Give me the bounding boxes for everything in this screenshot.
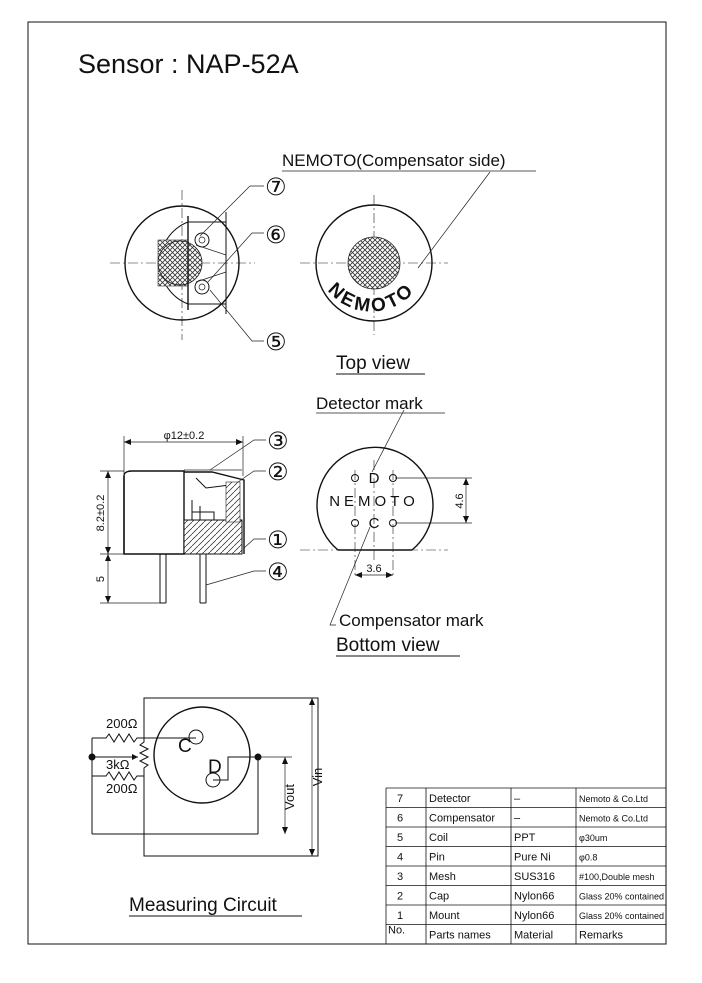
table-cell: φ0.8 <box>579 852 597 862</box>
circuit-r-bottom: 200Ω <box>106 781 138 796</box>
table-cell: Glass 20% contained <box>579 911 664 921</box>
table-cell: SUS316 <box>514 871 555 883</box>
nemoto-compensator-label: NEMOTO(Compensator side) <box>282 151 506 170</box>
table-cell: Nemoto & Co.Ltd <box>579 794 648 804</box>
table-cell: Detector <box>429 793 471 805</box>
table-cell: 6 <box>397 812 403 824</box>
table-cell: – <box>514 812 521 824</box>
table-cell: 1 <box>397 910 403 922</box>
table-cell: Nylon66 <box>514 890 554 902</box>
circuit-label-c: C <box>178 736 192 757</box>
callout-7: ⑦ <box>265 174 287 201</box>
table-cell: 5 <box>397 832 403 844</box>
bottom-view-caption: Bottom view <box>336 635 440 656</box>
table-cell: 4 <box>397 851 403 863</box>
table-cell: Mount <box>429 910 460 922</box>
bottom-view <box>300 409 472 626</box>
dim-pin: 5 <box>95 576 107 582</box>
side-view <box>100 436 266 604</box>
circuit-caption: Measuring Circuit <box>129 895 278 916</box>
table-header-cell: No. <box>388 925 405 937</box>
table-cell: – <box>514 793 521 805</box>
dim-diameter: φ12±0.2 <box>164 430 205 442</box>
callout-5: ⑤ <box>265 329 287 356</box>
table-cell: Coil <box>429 832 448 844</box>
table-cell: Nemoto & Co.Ltd <box>579 813 648 823</box>
circuit-vin: Vin <box>310 768 325 787</box>
detector-mark-label: Detector mark <box>316 394 423 413</box>
bottom-brand: NEMOTO <box>329 493 419 510</box>
callout-4: ④ <box>267 559 289 586</box>
table-cell: Glass 20% contained <box>579 891 664 901</box>
dim-vertical: 4.6 <box>454 493 466 508</box>
callout-6: ⑥ <box>265 222 287 249</box>
dim-horizontal: 3.6 <box>366 563 381 575</box>
bottom-mark-d: D <box>369 470 380 487</box>
callout-3: ③ <box>267 428 289 455</box>
circuit-r-top: 200Ω <box>106 716 138 731</box>
parts-table: 7 Detector – Nemoto & Co.Ltd 6 Compensator – Ne… <box>385 787 667 945</box>
bottom-mark-c: C <box>369 515 380 532</box>
table-cell: 2 <box>397 890 403 902</box>
table-header-cell: Remarks <box>579 929 624 941</box>
table-cell: Mesh <box>429 871 456 883</box>
callout-1: ① <box>267 527 289 554</box>
table-header-cell: Parts names <box>429 929 491 941</box>
table-cell: #100,Double mesh <box>579 872 655 882</box>
top-view-right <box>300 171 491 335</box>
table-cell: PPT <box>514 832 536 844</box>
table-cell: Compensator <box>429 812 495 824</box>
circuit-r-pot: 3kΩ <box>106 757 130 772</box>
table-header-cell: Material <box>514 929 553 941</box>
top-view-left <box>110 185 264 342</box>
callout-2: ② <box>267 459 289 486</box>
circuit-label-d: D <box>208 757 222 778</box>
compensator-mark-label: Compensator mark <box>339 611 484 630</box>
circuit-vout: Vout <box>282 784 297 810</box>
table-cell: 3 <box>397 871 403 883</box>
table-cell: 7 <box>397 793 403 805</box>
measuring-circuit <box>88 697 319 857</box>
table-cell: Nylon66 <box>514 910 554 922</box>
page-title: Sensor : NAP-52A <box>78 49 299 79</box>
sheet-border <box>27 21 667 945</box>
top-view-caption: Top view <box>336 353 410 374</box>
table-cell: Pin <box>429 851 445 863</box>
dim-height: 8.2±0.2 <box>95 495 107 532</box>
table-cell: φ30um <box>579 833 607 843</box>
table-cell: Pure Ni <box>514 851 551 863</box>
table-cell: Cap <box>429 890 449 902</box>
